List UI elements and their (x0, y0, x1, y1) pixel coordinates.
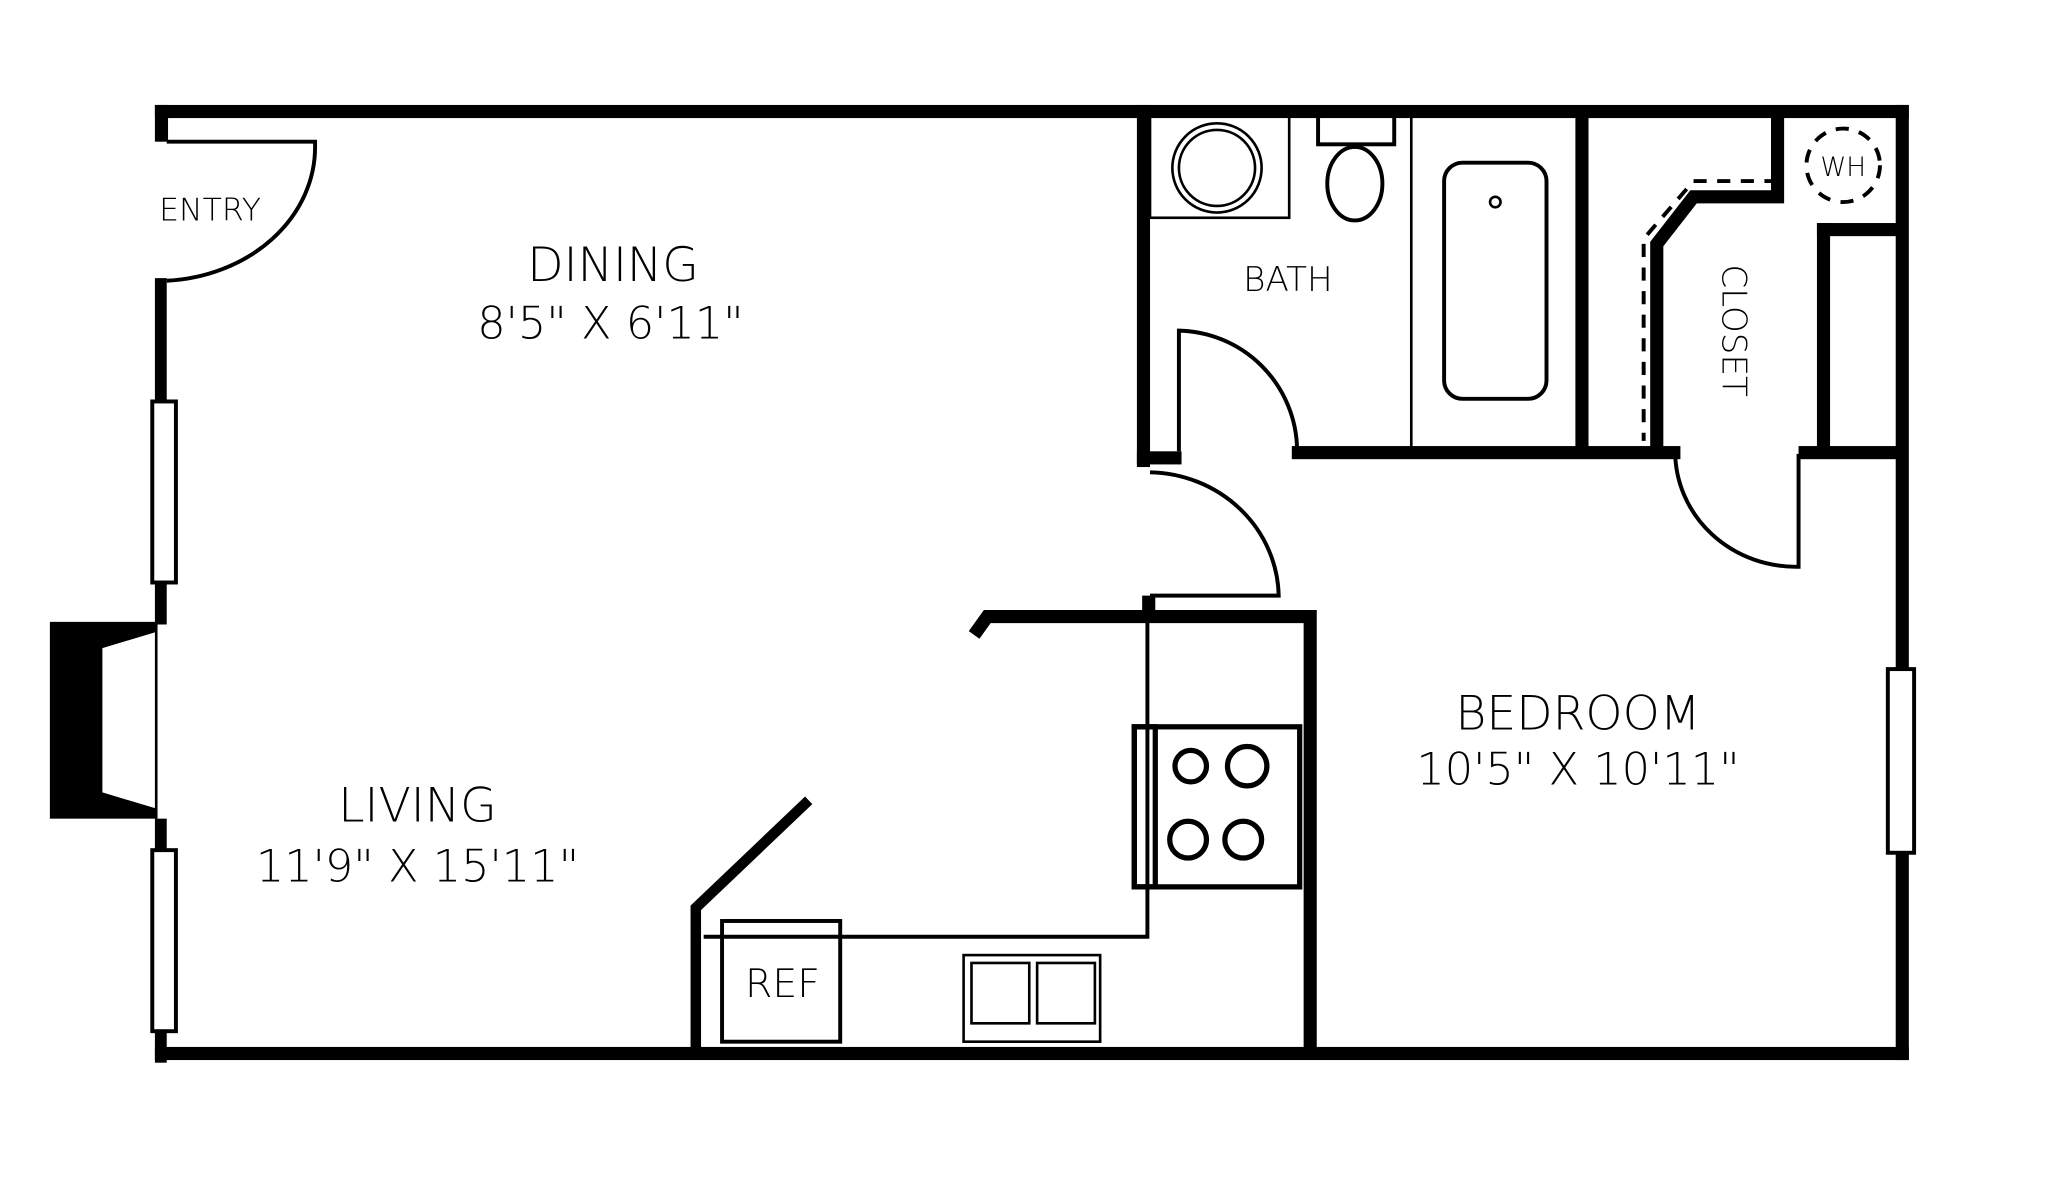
room-label-bath: BATH (1243, 260, 1333, 300)
bathtub-icon (1442, 160, 1549, 401)
closet-door (1673, 451, 1801, 569)
kitchen-counter (703, 616, 1150, 939)
fireplace-icon (49, 621, 158, 819)
room-label-bedroom: BEDROOM (1455, 686, 1700, 741)
svg-text:REF: REF (745, 961, 820, 1007)
bath-door (1176, 328, 1300, 452)
water-heater-icon: WH (1804, 126, 1882, 205)
stove-icon (1131, 724, 1303, 890)
room-dims-bedroom: 10'5" X 10'11" (1416, 744, 1739, 796)
room-dims-living: 11'9" X 15'11" (256, 841, 579, 893)
window-left-upper (150, 399, 178, 585)
toilet-icon (1316, 113, 1397, 223)
interior-walls (690, 104, 1904, 1050)
window-right (1885, 667, 1917, 855)
entry-door (166, 139, 318, 283)
sink-icon (1148, 114, 1291, 220)
room-label-living: LIVING (338, 778, 496, 833)
tub-divider (1409, 115, 1413, 449)
room-label-closet: CLOSET (1713, 264, 1753, 397)
refrigerator-icon: REF (720, 919, 843, 1044)
closet-shelf (1641, 179, 1778, 441)
kitchen-sink-icon (962, 953, 1102, 1043)
room-label-entry: ENTRY (159, 192, 261, 228)
window-left-lower (150, 848, 178, 1034)
svg-text:WH: WH (1820, 153, 1866, 183)
hall-door (1149, 470, 1281, 598)
exterior-walls (154, 104, 1909, 1063)
room-dims-dining: 8'5" X 6'11" (477, 297, 743, 349)
room-label-dining: DINING (527, 238, 699, 293)
